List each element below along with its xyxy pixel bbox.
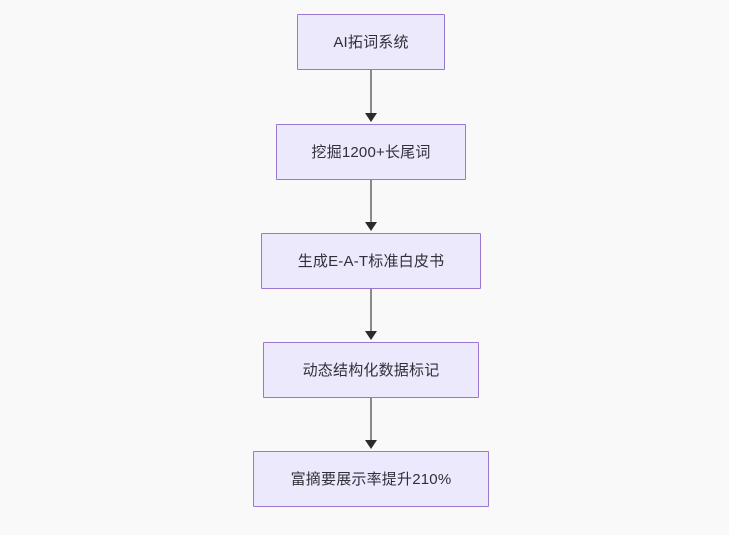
flow-node-label: 富摘要展示率提升210% [290, 470, 452, 488]
connector-line-4 [370, 398, 372, 442]
arrowhead-2 [365, 222, 377, 231]
connector-line-1 [370, 70, 372, 115]
flow-node-generate-eat-whitepaper[interactable]: 生成E-A-T标准白皮书 [261, 233, 481, 289]
flow-node-label: AI拓词系统 [333, 33, 409, 51]
flow-node-mine-longtail-keywords[interactable]: 挖掘1200+长尾词 [276, 124, 466, 180]
flow-node-label: 动态结构化数据标记 [302, 361, 440, 379]
flow-node-ai-keyword-system[interactable]: AI拓词系统 [297, 14, 445, 70]
arrowhead-1 [365, 113, 377, 122]
flow-node-rich-snippet-impression-uplift[interactable]: 富摘要展示率提升210% [253, 451, 489, 507]
flow-node-label: 挖掘1200+长尾词 [311, 143, 431, 161]
connector-line-2 [370, 180, 372, 224]
arrowhead-3 [365, 331, 377, 340]
arrowhead-4 [365, 440, 377, 449]
flow-node-dynamic-structured-data-markup[interactable]: 动态结构化数据标记 [263, 342, 479, 398]
connector-line-3 [370, 289, 372, 333]
flow-node-label: 生成E-A-T标准白皮书 [297, 252, 445, 270]
